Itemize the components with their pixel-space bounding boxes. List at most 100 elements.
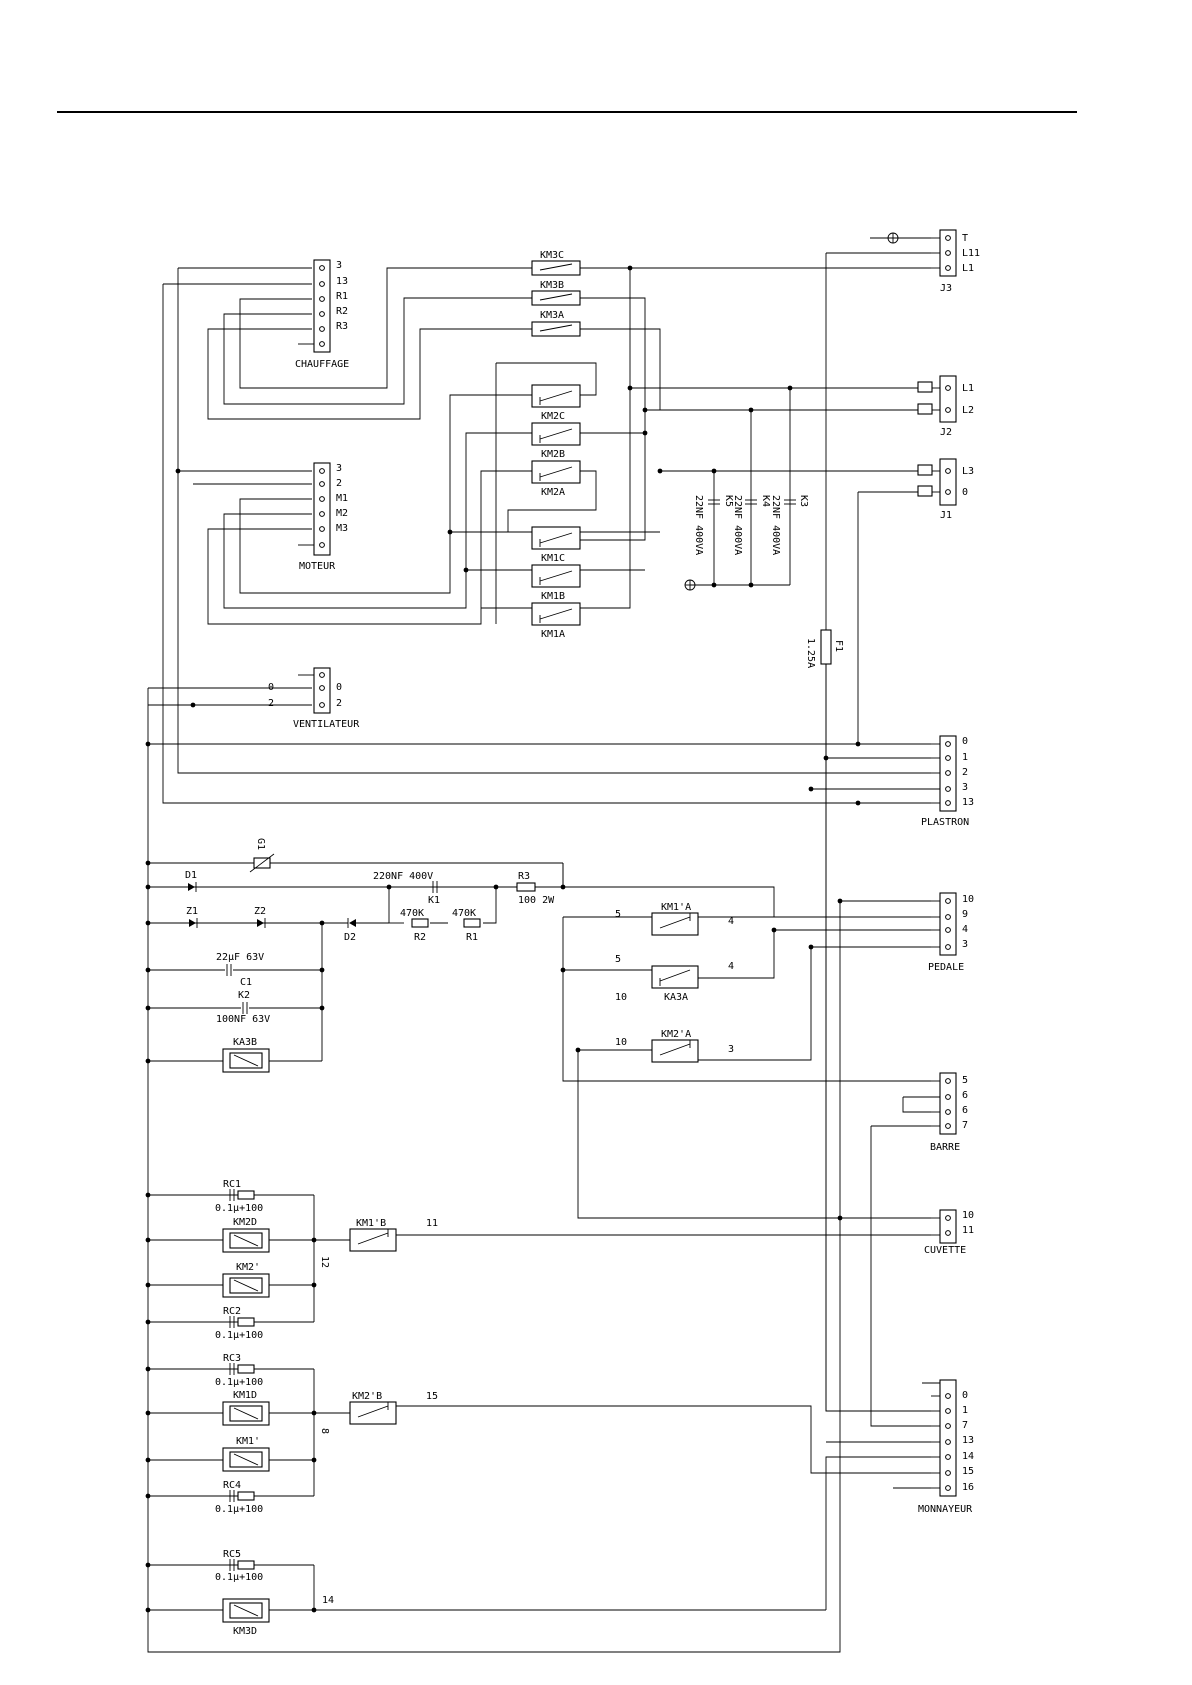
k1-value: 220NF 400V [373,871,433,882]
plastron-label: PLASTRON [921,817,969,828]
contactor-km2a: KM2A [531,460,581,498]
chauffage-pin-label: R2 [336,306,348,317]
rc3-value: 0.1µ+100 [215,1377,263,1388]
relay-ka3a: KA3A 5 4 10 [615,954,734,1003]
k2-label: K2 [238,990,250,1001]
ka3b-label: KA3B [233,1037,257,1048]
cuvette-pin-label: 10 [962,1210,974,1221]
km3a-label: KM3A [540,310,564,321]
r1-value: 470K [452,908,476,919]
k2-value: 100NF 63V [216,1014,270,1025]
km2d-label: KM2D [233,1217,257,1228]
d1-label: D1 [185,870,197,881]
km2c-label: KM2C [541,411,565,422]
contactor-km3a: KM3A [531,310,581,337]
z1-label: Z1 [186,906,198,917]
chauffage-pin-label: 3 [336,260,342,271]
relay-km1-a: KM1'A 5 4 [615,902,734,936]
capacitor-k1: 220NF 400V K1 [373,871,440,906]
rc1-label: RC1 [223,1179,241,1190]
wire-11-label: 11 [426,1218,438,1229]
ventilateur-pin-label: 2 [336,698,342,709]
connector-chauffage: 3 13 R1 R2 R3 CHAUFFAGE [295,259,349,370]
node-8-label: 8 [319,1428,330,1434]
contactor-km3c: KM3C [531,250,581,276]
j3-pin-label: T [962,233,968,244]
zener-z1: Z1 [186,906,198,928]
rc5-value: 0.1µ+100 [215,1572,263,1583]
j2-label: J2 [940,427,952,438]
j2-pin-label: L2 [962,405,974,416]
chauffage-label: CHAUFFAGE [295,359,349,370]
monnayeur-pin-label: 15 [962,1466,974,1477]
km1b-contact-label: KM1'B [356,1218,386,1229]
coil-km2d: KM2D [222,1217,270,1253]
wire-14-label: 14 [322,1595,334,1606]
km2a-label: KM2A [541,487,565,498]
km3d-label: KM3D [233,1626,257,1637]
pedale-pin-label: 4 [962,924,968,935]
coil-km2-prime: KM2' [222,1262,270,1298]
connector-j3: T L11 L1 J3 [887,229,980,294]
monnayeur-pin-label: 1 [962,1405,968,1416]
km2b-contact-label: KM2'B [352,1391,382,1402]
cuvette-pin-label: 11 [962,1225,974,1236]
k4-label: K4 [760,495,771,507]
junctions [145,265,861,1613]
c1-label: C1 [240,977,252,988]
capacitor-c1: 22µF 63V C1 [216,952,264,988]
ventilateur-pin-label: 0 [336,682,342,693]
ventilateur-wire-label: 0 [268,682,274,693]
connector-j2: L1 L2 J2 [917,375,974,438]
km1d-label: KM1D [233,1390,257,1401]
contactor-km1a: KM1A [531,602,581,640]
km2-prime-label: KM2' [236,1262,260,1273]
km1a-relay-label: KM1'A [661,902,691,913]
connector-monnayeur: 0 1 7 13 14 15 16 MONNAYEUR [918,1379,974,1515]
capacitor-k2: K2 100NF 63V [216,990,270,1025]
monnayeur-pin-label: 14 [962,1451,974,1462]
rc2-label: RC2 [223,1306,241,1317]
plastron-pin-label: 0 [962,736,968,747]
ground-icon [684,579,696,591]
plastron-pin-label: 1 [962,752,968,763]
k3-value: 22NF 400VA [770,495,781,555]
km1a-label: KM1A [541,629,565,640]
relay-km2-a: KM2'A 10 3 [615,1029,734,1063]
chauffage-pin-label: R1 [336,291,348,302]
km2a-relay-label: KM2'A [661,1029,691,1040]
g1-label: G1 [255,838,266,850]
node-12-label: 12 [319,1256,330,1268]
diode-d1: D1 [185,870,197,892]
j3-pin-label: L11 [962,248,980,259]
monnayeur-pin-label: 13 [962,1435,974,1446]
rc2-value: 0.1µ+100 [215,1330,263,1341]
connector-plastron: 0 1 2 3 13 PLASTRON [811,735,974,828]
contactor-km3b: KM3B [531,280,581,306]
k4-value: 22NF 400VA [732,495,743,555]
k1-label: K1 [428,895,440,906]
ventilateur-wire-label: 2 [268,698,274,709]
barre-pin-label: 7 [962,1120,968,1131]
km3c-label: KM3C [540,250,564,261]
cuvette-label: CUVETTE [924,1245,966,1256]
ka3a-relay-label: KA3A [664,992,688,1003]
c1-value: 22µF 63V [216,952,264,963]
wire-15-label: 15 [426,1391,438,1402]
ventilateur-label: VENTILATEUR [293,719,360,730]
coil-ka3b: KA3B [222,1037,270,1073]
barre-pin-label: 6 [962,1090,968,1101]
k5-value: 22NF 400VA [693,495,704,555]
barre-pin-label: 6 [962,1105,968,1116]
k3-label: K3 [798,495,809,507]
capacitor-k4: K4 22NF 400VA [732,495,771,555]
rc-rc2: RC2 0.1µ+100 [215,1306,263,1341]
diode-d2: D2 [322,918,389,943]
contactor-km1c: KM1C [531,526,581,564]
moteur-pin-label: 2 [336,478,342,489]
plastron-pin-label: 13 [962,797,974,808]
chauffage-pin-label: 13 [336,276,348,287]
r2-label: R2 [414,932,426,943]
moteur-pin-label: M2 [336,508,348,519]
